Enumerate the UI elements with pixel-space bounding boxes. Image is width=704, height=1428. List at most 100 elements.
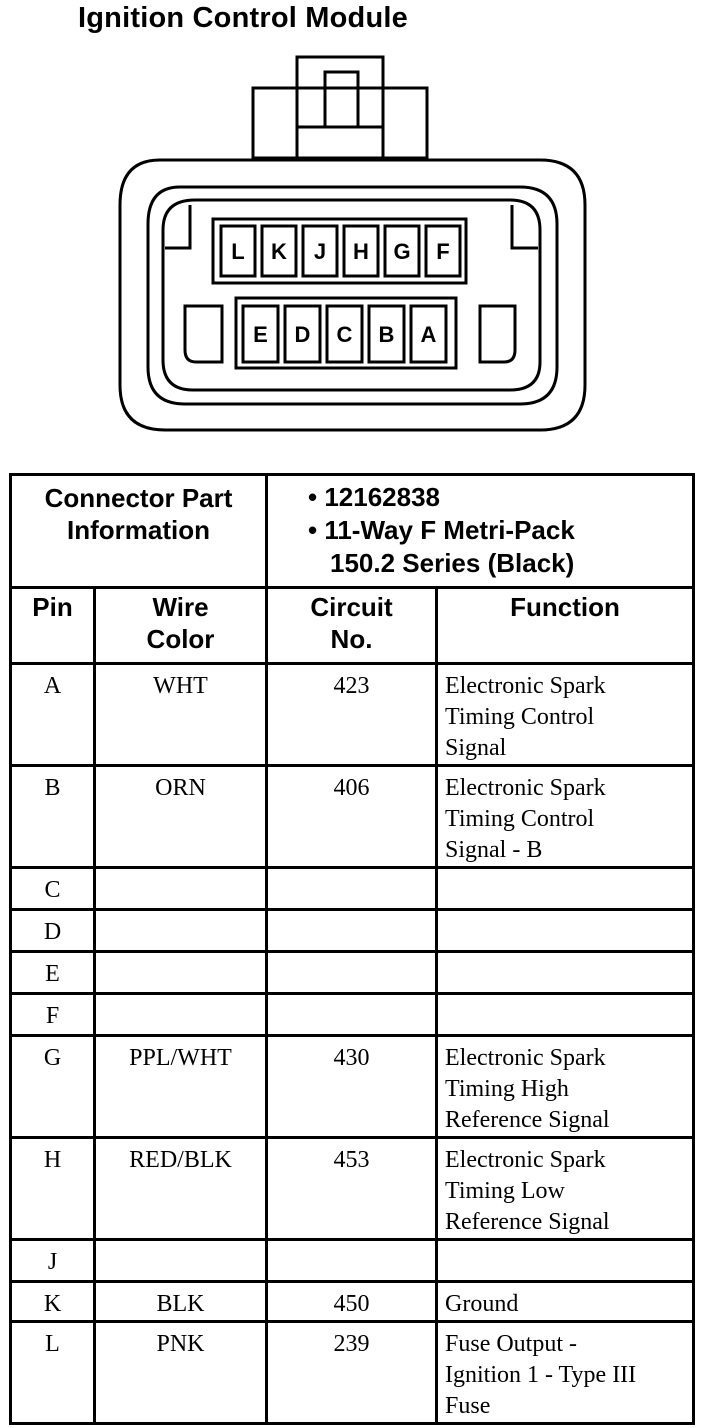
connector-latch [295, 55, 385, 129]
circuit-cell: 453 [265, 1136, 438, 1241]
table-row: E [9, 950, 696, 995]
pinout-table: Connector Part Information • 12162838 • … [9, 473, 696, 1425]
wire-color-cell [93, 992, 268, 1037]
function-cell: Electronic Spark Timing Low Reference Si… [434, 1136, 696, 1241]
pin-label-k: K [271, 239, 287, 264]
pin-label-g: G [393, 239, 410, 264]
connector-latch-tab [323, 70, 360, 129]
pin-cavity-k [260, 224, 298, 278]
function-cell [434, 1238, 696, 1283]
pin-cell: L [9, 1320, 96, 1425]
pin-cavity-c [325, 304, 364, 364]
connector-inner-shell [146, 185, 559, 406]
pin-cell: D [9, 908, 96, 953]
pin-cell: E [9, 950, 96, 995]
pin-cell: C [9, 866, 96, 911]
wire-color-cell: ORN [93, 764, 268, 869]
cavity-right [478, 304, 517, 364]
pin-cell: A [9, 662, 96, 767]
wire-color-cell [93, 908, 268, 953]
pin-cavity-l [219, 224, 257, 278]
function-cell: Ground [434, 1280, 696, 1323]
function-cell [434, 866, 696, 911]
circuit-cell [265, 908, 438, 953]
top-row-frame [211, 217, 468, 285]
pin-label-b: B [379, 322, 395, 347]
cavity-left [183, 304, 224, 364]
circuit-cell [265, 950, 438, 995]
table-row: F [9, 992, 696, 1037]
pin-cell: G [9, 1034, 96, 1139]
circuit-cell [265, 992, 438, 1037]
pin-cavity-e [241, 304, 280, 364]
circuit-cell: 430 [265, 1034, 438, 1139]
pin-cell: K [9, 1280, 96, 1323]
connector-info-value: • 12162838 • 11-Way F Metri-Pack 150.2 S… [264, 473, 696, 589]
pin-cavity-g [383, 224, 421, 278]
pin-cavity-h [342, 224, 380, 278]
wire-color-cell: PPL/WHT [93, 1034, 268, 1139]
circuit-cell: 239 [265, 1320, 438, 1425]
connector-description: • 11-Way F Metri-Pack [308, 515, 575, 545]
part-number: • 12162838 [308, 482, 441, 512]
function-cell: Fuse Output - Ignition 1 - Type III Fuse [434, 1320, 696, 1425]
function-cell: Electronic Spark Timing Control Signal -… [434, 764, 696, 869]
pin-label-l: L [231, 239, 244, 264]
pin-cavity-j [301, 224, 339, 278]
pin-cavity-f [424, 224, 462, 278]
pin-cavity-d [283, 304, 322, 364]
key-left [165, 205, 192, 250]
wire-color-cell [93, 866, 268, 911]
connector-face [161, 198, 542, 392]
table-row: D [9, 908, 696, 953]
function-cell: Electronic Spark Timing High Reference S… [434, 1034, 696, 1139]
pin-cell: F [9, 992, 96, 1037]
circuit-cell: 450 [265, 1280, 438, 1323]
circuit-cell [265, 866, 438, 911]
col-header-function: Function [434, 586, 696, 665]
pin-label-e: E [253, 322, 268, 347]
pin-label-d: D [295, 322, 311, 347]
pin-cavity-a [409, 304, 448, 364]
circuit-cell: 406 [265, 764, 438, 869]
wire-color-cell [93, 950, 268, 995]
connector-info-row: Connector Part Information • 12162838 • … [9, 473, 696, 589]
wire-color-cell: RED/BLK [93, 1136, 268, 1241]
pin-cavity-b [367, 304, 406, 364]
connector-series: 150.2 Series (Black) [330, 548, 575, 578]
connector-info-label: Connector Part Information [9, 473, 268, 589]
pin-cell: J [9, 1238, 96, 1283]
table-row: J [9, 1238, 696, 1283]
pin-label-c: C [337, 322, 353, 347]
col-header-pin: Pin [9, 586, 96, 665]
pin-label-h: H [353, 239, 369, 264]
connector-latch-housing [251, 86, 429, 160]
wire-color-cell: PNK [93, 1320, 268, 1425]
pin-label-a: A [421, 322, 437, 347]
wire-color-cell: BLK [93, 1280, 268, 1323]
pin-cell: B [9, 764, 96, 869]
diagram-title: Ignition Control Module [78, 2, 408, 34]
function-cell: Electronic Spark Timing Control Signal [434, 662, 696, 767]
key-right [510, 205, 538, 250]
pin-label-f: F [436, 239, 449, 264]
circuit-cell: 423 [265, 662, 438, 767]
wire-color-cell [93, 1238, 268, 1283]
pin-cell: H [9, 1136, 96, 1241]
table-row: C [9, 866, 696, 911]
function-cell [434, 992, 696, 1037]
wire-color-cell: WHT [93, 662, 268, 767]
circuit-cell [265, 1238, 438, 1283]
function-cell [434, 908, 696, 953]
